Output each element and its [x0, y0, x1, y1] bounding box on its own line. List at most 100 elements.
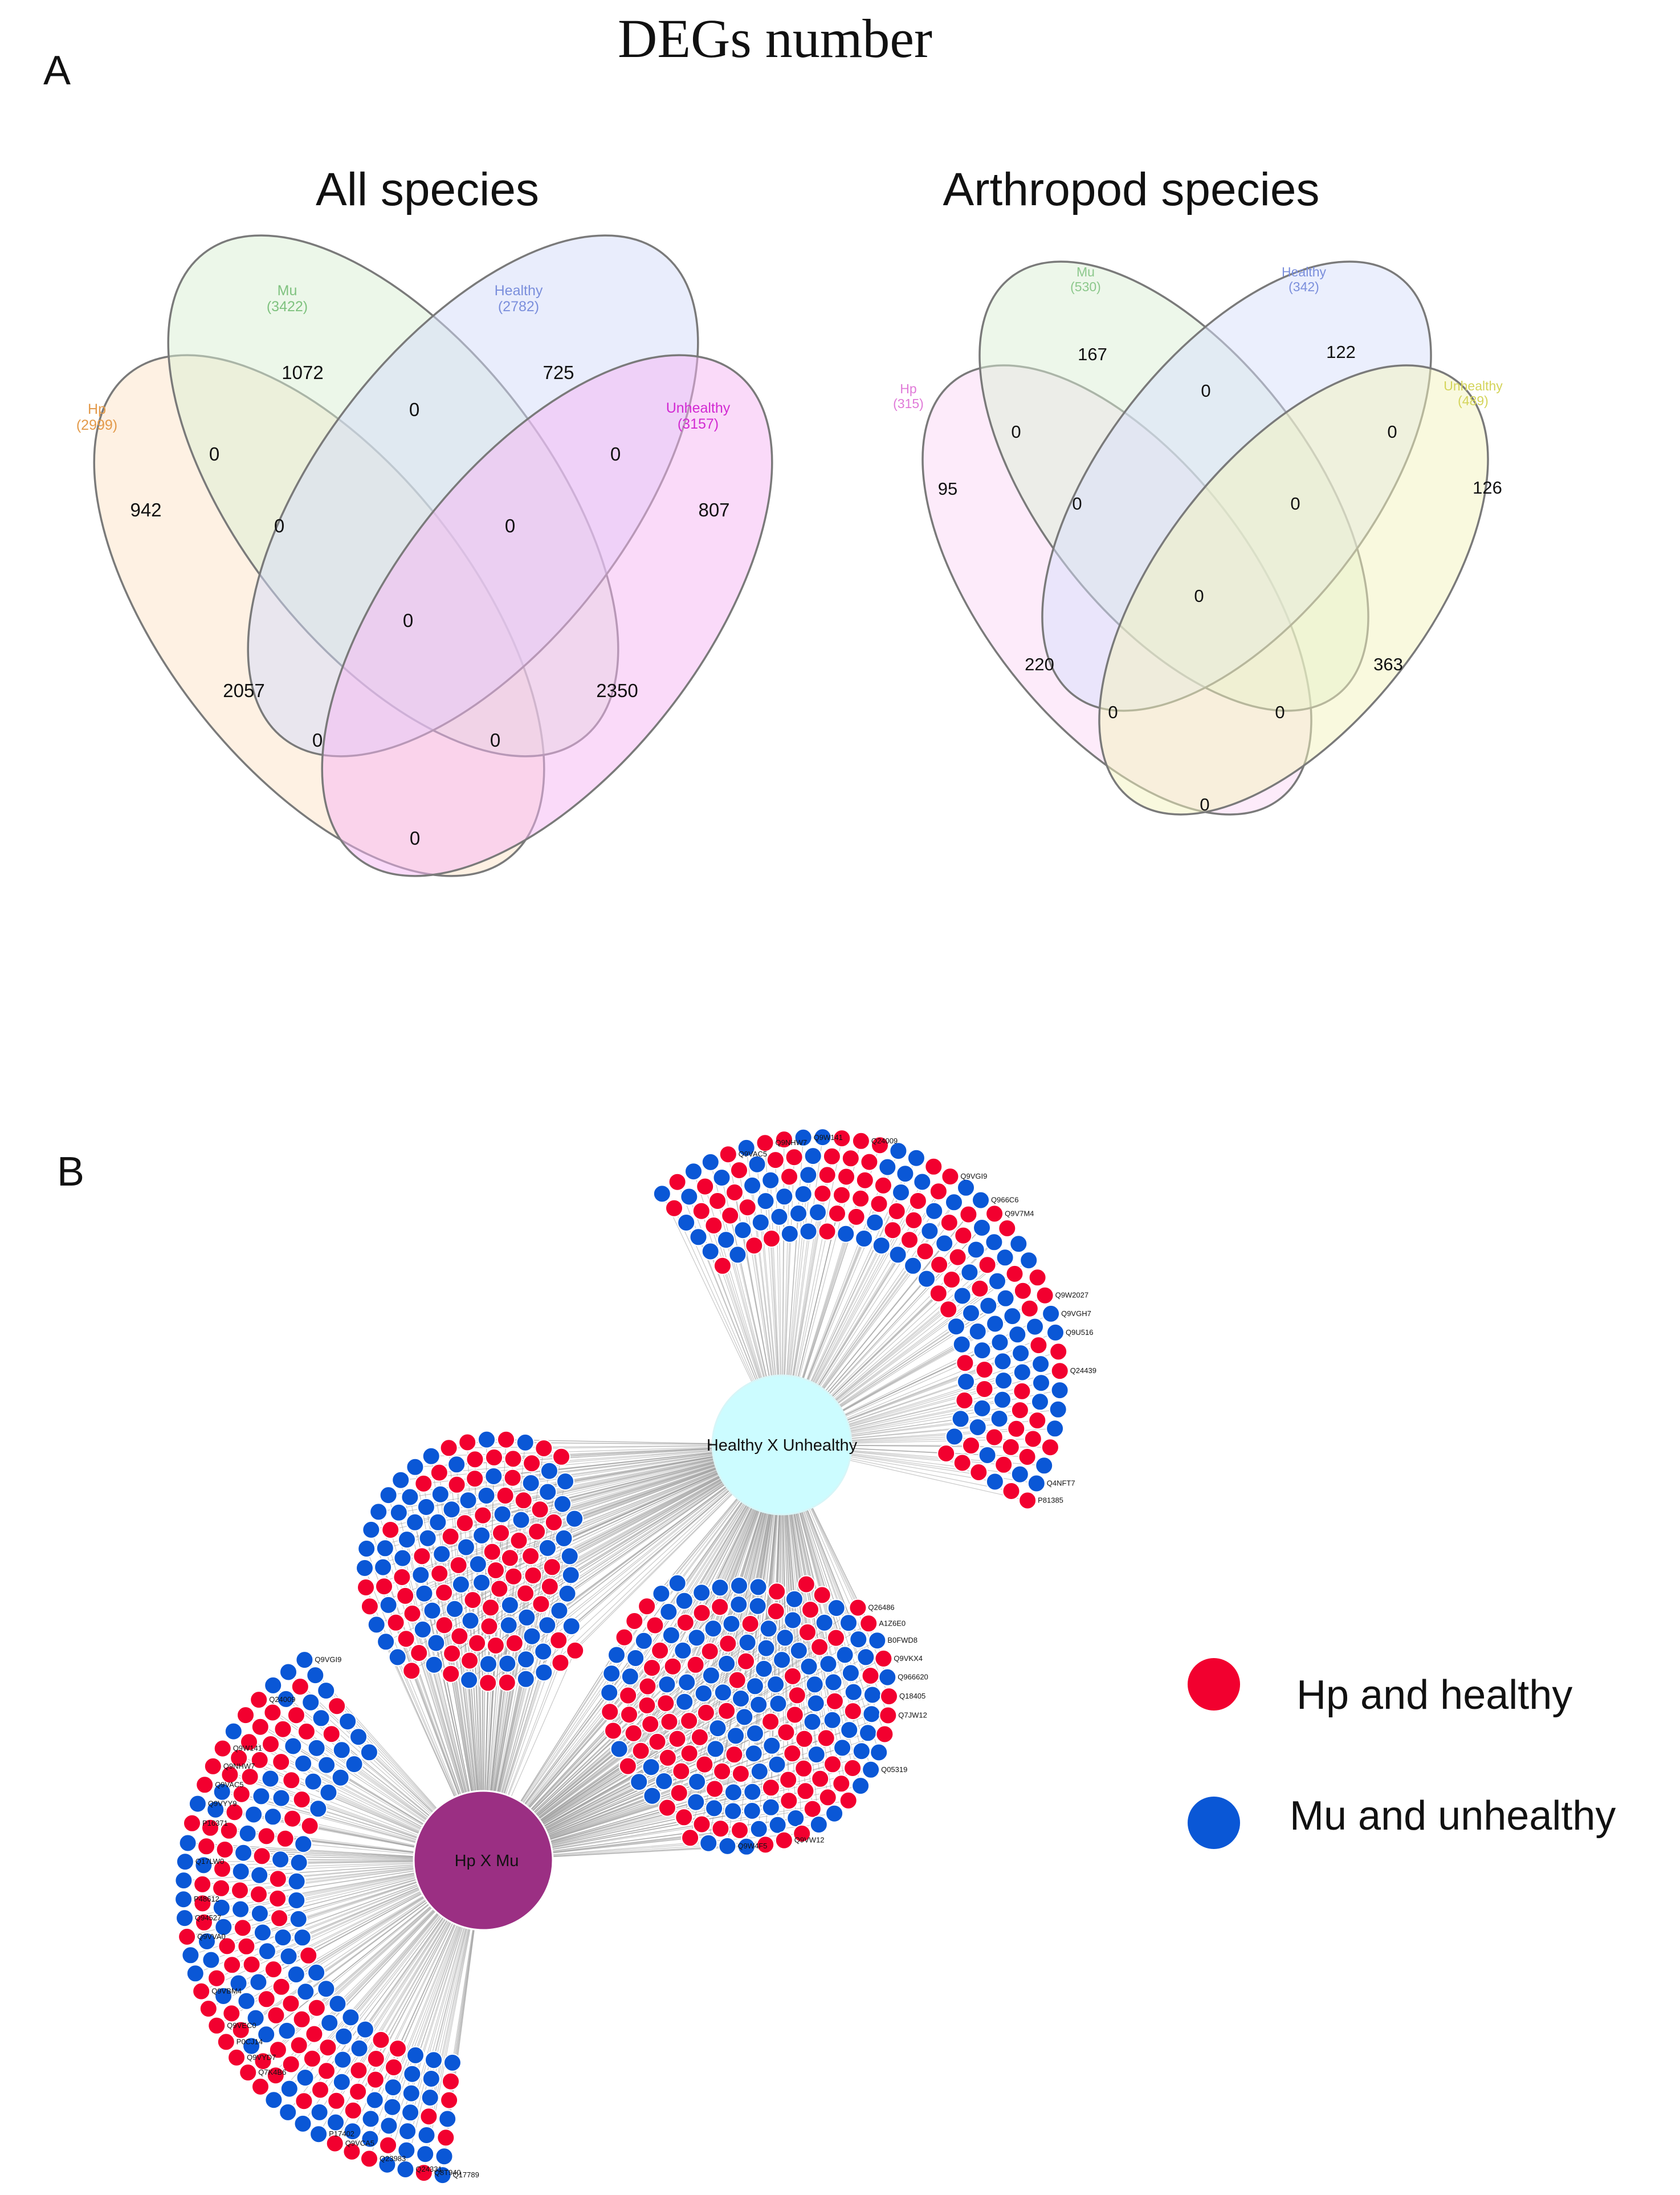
network-node: [477, 1487, 496, 1505]
network-node: [789, 1204, 808, 1223]
network-node: [728, 1245, 747, 1264]
network-node: [738, 1633, 757, 1652]
network-node: [875, 1725, 894, 1744]
network-node: [430, 1463, 448, 1482]
network-node: [406, 2046, 425, 2064]
network-node: [263, 1807, 282, 1826]
network-node: [708, 1719, 727, 1738]
network-node: [803, 1712, 822, 1731]
network-node: [841, 1149, 860, 1168]
network-node: [458, 1433, 477, 1452]
network-node: [756, 1192, 775, 1211]
network-node: [643, 1659, 661, 1677]
venn-arth-mu-name: Mu: [1076, 264, 1095, 279]
network-node: [889, 1142, 908, 1160]
network-node: [658, 1798, 676, 1817]
network-node: [504, 1449, 523, 1468]
network-node: [1028, 1411, 1047, 1430]
venn-all-region-hp-mu-healthy: 0: [274, 515, 284, 536]
network-node: [930, 1255, 949, 1274]
network-node: [250, 1691, 268, 1709]
network-node: [306, 1666, 325, 1685]
network-node: [474, 1506, 492, 1525]
panel-b-label: B: [57, 1149, 84, 1195]
network-node: [262, 1735, 280, 1753]
network-node-label: Q9VGI9: [315, 1655, 341, 1664]
network-node: [774, 1130, 793, 1149]
network-node: [665, 1199, 683, 1217]
hub-hp-mu-circle: [413, 1790, 554, 1931]
network-node: [638, 1696, 656, 1715]
network-node: [403, 2064, 422, 2083]
network-node: [261, 1769, 280, 1788]
network-node: [213, 1739, 232, 1758]
network-node: [960, 1263, 979, 1282]
network-node: [366, 2050, 385, 2068]
network-node: [811, 1769, 830, 1788]
legend-item-hp-healthy: Hp and healthy: [1188, 1658, 1572, 1718]
network-node: [276, 1829, 295, 1848]
network-node: [732, 1689, 750, 1708]
network-node: [466, 1450, 484, 1469]
network-node: [680, 1187, 699, 1206]
network-node: [459, 1491, 478, 1510]
network-node: [1035, 1456, 1054, 1475]
network-node: [509, 1531, 528, 1550]
network-node: [558, 1584, 577, 1603]
network-node: [538, 1616, 557, 1635]
network-node: [940, 1213, 959, 1232]
network-node: [730, 1161, 748, 1180]
network-node: [486, 1636, 505, 1655]
network-node: [929, 1182, 948, 1201]
network-node: [534, 1642, 553, 1661]
network-node: [422, 2070, 441, 2088]
network-node: [1008, 1325, 1027, 1344]
network-node: [872, 1236, 891, 1255]
network-node: [918, 1269, 936, 1288]
network-node: [350, 2039, 369, 2058]
network-node-label: Q94527: [195, 1913, 221, 1922]
network-node: [719, 1145, 737, 1164]
network-node: [429, 1513, 447, 1532]
network-node: [694, 1684, 713, 1703]
network-node: [523, 1454, 541, 1473]
network-node: [851, 1131, 870, 1150]
network-node: [460, 1651, 479, 1670]
network-node: [416, 2145, 435, 2164]
network-node: [417, 1498, 435, 1516]
network-node: [855, 1229, 874, 1248]
network-node: [554, 1529, 573, 1548]
network-node: [751, 1213, 770, 1232]
network-node: [365, 2091, 384, 2110]
network-node: [250, 1866, 269, 1884]
network-node: [888, 1245, 907, 1264]
network-node: [319, 2038, 337, 2057]
network-node: [711, 1819, 730, 1838]
network-node: [560, 1547, 579, 1566]
network-node: [367, 1615, 386, 1634]
network-node: [818, 1166, 837, 1184]
network-node: [662, 1626, 680, 1644]
network-node: [1050, 1362, 1069, 1380]
network-node: [505, 1634, 524, 1652]
network-node: [916, 1242, 935, 1261]
network-node: [528, 1522, 547, 1541]
network-node: [257, 2025, 276, 2044]
network-node: [749, 1695, 768, 1714]
network-node: [935, 1234, 954, 1253]
network-node: [777, 1723, 796, 1742]
network-node: [439, 1439, 458, 1457]
network-node: [780, 1791, 798, 1810]
network-node: [333, 2050, 352, 2069]
network-node: [402, 1661, 421, 1680]
network-node: [433, 1545, 451, 1563]
network-node-label: Q9VBM4: [211, 1987, 242, 1996]
network-node: [414, 1474, 433, 1493]
network-node: [282, 1771, 301, 1790]
network-node-label: Q9VGI9: [960, 1172, 987, 1180]
network-node: [443, 1644, 462, 1663]
network-node: [998, 1219, 1017, 1237]
network-node: [317, 1756, 336, 1774]
network-node: [251, 2077, 270, 2096]
